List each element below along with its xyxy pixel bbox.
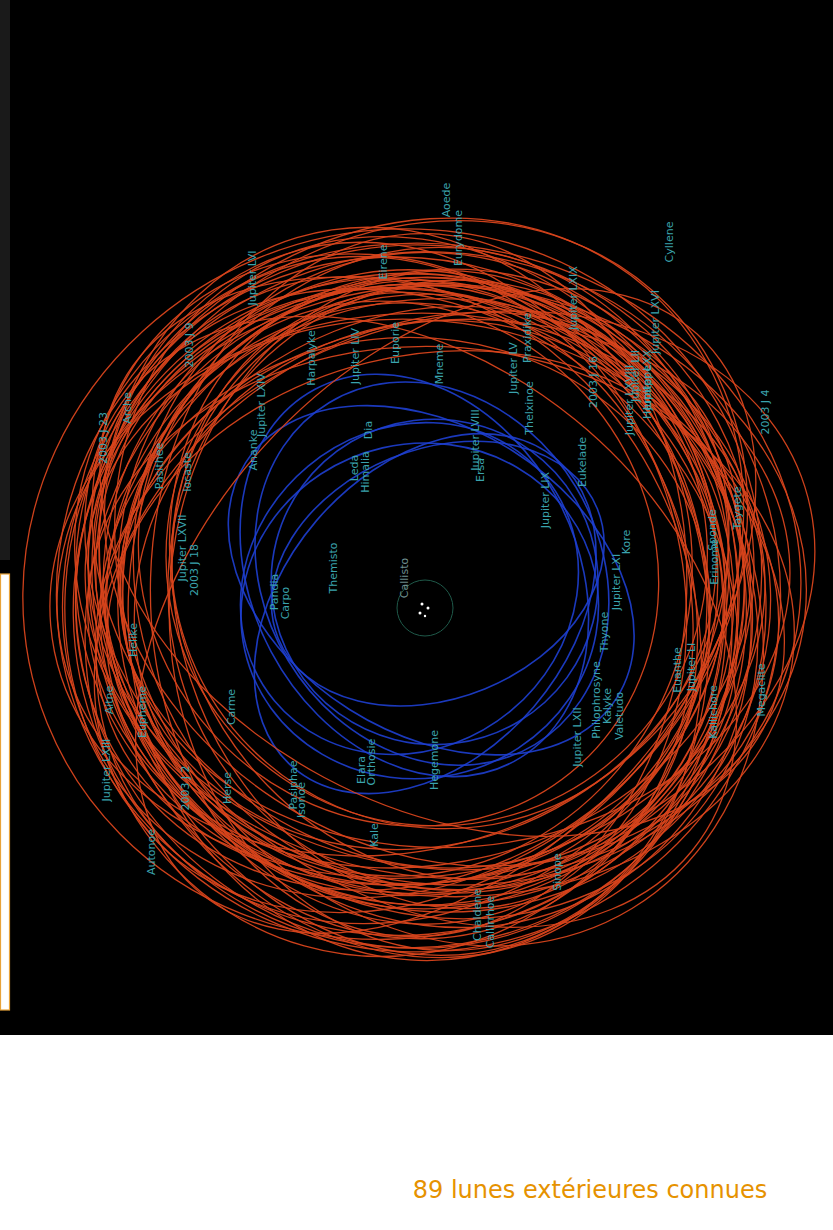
moon-label: Taygete bbox=[732, 486, 744, 531]
moon-label: Euanthe bbox=[672, 646, 684, 694]
moon-label: Themisto bbox=[328, 541, 340, 594]
moon-label: Euporie bbox=[390, 321, 402, 365]
moon-label: Jupiter LXII bbox=[572, 706, 584, 768]
orbit-line bbox=[0, 149, 833, 1048]
moon-dot bbox=[421, 603, 424, 606]
orbit-line bbox=[12, 165, 774, 1002]
moon-label: Chaldene bbox=[472, 888, 484, 942]
moon-label: Jupiter LXVI bbox=[650, 289, 662, 355]
moon-label: Thelxinoe bbox=[524, 380, 536, 436]
moon-label: Herse bbox=[222, 771, 234, 805]
moon-label: Kallichore bbox=[708, 684, 720, 740]
orbit-line bbox=[0, 156, 833, 1049]
orbit-line bbox=[185, 316, 679, 831]
moon-label: Jupiter LVI bbox=[247, 249, 259, 306]
moon-label: Aoede bbox=[441, 182, 453, 219]
moon-label: Jupiter LXIV bbox=[256, 372, 268, 438]
moon-label: Sinope bbox=[552, 852, 564, 892]
outer-orbits bbox=[0, 78, 833, 1072]
moon-label: Isonoe bbox=[296, 781, 308, 819]
moon-label: Callisto bbox=[399, 557, 411, 599]
moon-label: Autonoe bbox=[146, 828, 158, 876]
orbit-line bbox=[3, 164, 833, 949]
orbit-line bbox=[173, 354, 646, 823]
orbit-line bbox=[0, 188, 833, 1037]
moon-label: Eurydome bbox=[453, 209, 465, 267]
orbit-line bbox=[0, 182, 833, 994]
moon-label: Kore bbox=[621, 529, 633, 555]
space-background bbox=[0, 0, 833, 1035]
moon-label: Kale bbox=[369, 822, 381, 848]
moon-label: Jupiter LXI bbox=[611, 553, 623, 611]
side-panel bbox=[1, 574, 10, 1010]
orbit-line bbox=[231, 393, 644, 753]
orbit-line bbox=[0, 118, 833, 1050]
moon-label: Harpalyke bbox=[306, 329, 318, 387]
moon-label: 2003 J 4 bbox=[760, 388, 772, 435]
moon-label: Pasithee bbox=[154, 442, 166, 491]
moon-dot bbox=[419, 612, 422, 615]
moon-label: Eukelade bbox=[577, 436, 589, 488]
orbit-line bbox=[98, 292, 811, 875]
moon-label: Callirrhoe bbox=[485, 895, 497, 950]
moon-label: 2003 J 9 bbox=[184, 321, 196, 368]
side-strip bbox=[0, 0, 10, 560]
moon-label: Jupiter LIX bbox=[540, 471, 552, 529]
orbit-line bbox=[57, 246, 833, 908]
moon-label: Megaclite bbox=[756, 662, 768, 717]
moon-label: Erinome bbox=[709, 538, 721, 586]
orbit-line bbox=[0, 163, 833, 1044]
moon-label: Jupiter LIV bbox=[350, 327, 362, 385]
label-layer: AoedeEurydome CylleneJupiter LVI Eirene 200… bbox=[0, 0, 833, 1035]
orbit-line bbox=[0, 179, 833, 1052]
moon-label: Mneme bbox=[434, 343, 446, 386]
moon-label: Hegemone bbox=[429, 729, 441, 791]
moon-label: Carpo bbox=[280, 586, 292, 621]
orbit-line bbox=[12, 174, 833, 955]
moon-label: 2003 J 18 bbox=[189, 543, 201, 597]
orbit-line bbox=[0, 154, 833, 1072]
moon-dot bbox=[424, 615, 426, 617]
moon-label: Jupiter LV bbox=[508, 341, 520, 395]
orbit-line bbox=[0, 78, 833, 1037]
orbit-line bbox=[11, 182, 833, 1007]
orbit-line bbox=[0, 174, 822, 1019]
moon-label: Aitne bbox=[104, 685, 116, 716]
moon-label: Pandia bbox=[269, 573, 281, 612]
moon-label: Dia bbox=[363, 420, 375, 440]
moon-label: 2003 J 16 bbox=[588, 355, 600, 409]
moon-label: Cyllene bbox=[664, 221, 676, 264]
orbit-line bbox=[0, 128, 833, 995]
moon-dot bbox=[427, 607, 430, 610]
moon-label: Carme bbox=[226, 688, 238, 726]
moon-label: Ersa bbox=[475, 457, 487, 483]
orbit-line bbox=[0, 83, 833, 1028]
moon-label: Valetudo bbox=[614, 691, 626, 741]
moon-label: Thyone bbox=[599, 611, 611, 654]
moon-label: Jupiter LI bbox=[686, 642, 698, 693]
moon-label: Jupiter LXVIII bbox=[624, 364, 636, 436]
moon-label: Arche bbox=[122, 391, 134, 425]
moon-label: Helike bbox=[128, 622, 140, 658]
moon-label: Hermippe bbox=[642, 364, 654, 420]
moon-label: Praxidike bbox=[522, 312, 534, 364]
orbit-line bbox=[13, 207, 818, 1000]
orbit-line bbox=[52, 285, 806, 934]
moon-label: Himalia bbox=[360, 450, 372, 494]
moon-label: Orthosie bbox=[366, 738, 378, 787]
orbit-line bbox=[13, 169, 833, 1052]
moon-label: Kalyke bbox=[602, 687, 614, 725]
moon-label: Ananke bbox=[248, 429, 260, 472]
moon-label: Jupiter LXIII bbox=[101, 738, 113, 803]
moon-label: Eupheme bbox=[137, 685, 149, 739]
moon-label: Jupiter LXVII bbox=[177, 513, 189, 582]
caption: 89 lunes extérieures connues bbox=[413, 1176, 767, 1204]
moon-label: 2003 J 2 bbox=[180, 764, 192, 811]
moon-label: Iocaste bbox=[182, 451, 194, 493]
moon-label: 2003 J 23 bbox=[98, 411, 110, 465]
moon-label: Eirene bbox=[378, 244, 390, 281]
moon-label: Jupiter LXIX bbox=[568, 265, 580, 331]
